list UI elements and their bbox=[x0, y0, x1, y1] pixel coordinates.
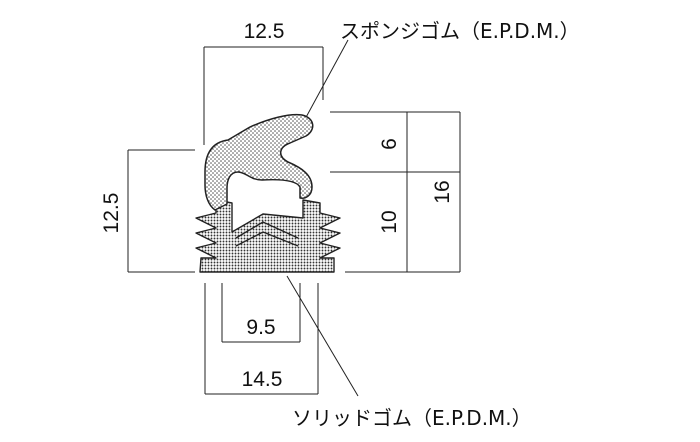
inner-width-dimension: 9.5 bbox=[246, 316, 275, 339]
right-lower-dimension: 10 bbox=[378, 210, 401, 233]
outer-width-dimension: 14.5 bbox=[242, 368, 283, 391]
solid-rubber-inner-2 bbox=[235, 231, 299, 247]
sponge-rubber-label: スポンジゴム（E.P.D.M.） bbox=[340, 19, 580, 43]
solid-rubber-inner bbox=[235, 221, 299, 239]
left-height-dimension: 12.5 bbox=[100, 193, 123, 234]
solid-rubber-body bbox=[195, 199, 341, 273]
solid-rubber-label: ソリッドゴム（E.P.D.M.） bbox=[292, 406, 532, 430]
dimension-lines bbox=[127, 46, 461, 395]
right-total-dimension: 16 bbox=[431, 180, 454, 203]
right-upper-dimension: 6 bbox=[378, 138, 401, 150]
solid-leader bbox=[286, 275, 359, 397]
sponge-leader bbox=[303, 39, 349, 122]
top-width-dimension: 12.5 bbox=[244, 20, 285, 43]
sponge-rubber-body bbox=[204, 113, 314, 211]
